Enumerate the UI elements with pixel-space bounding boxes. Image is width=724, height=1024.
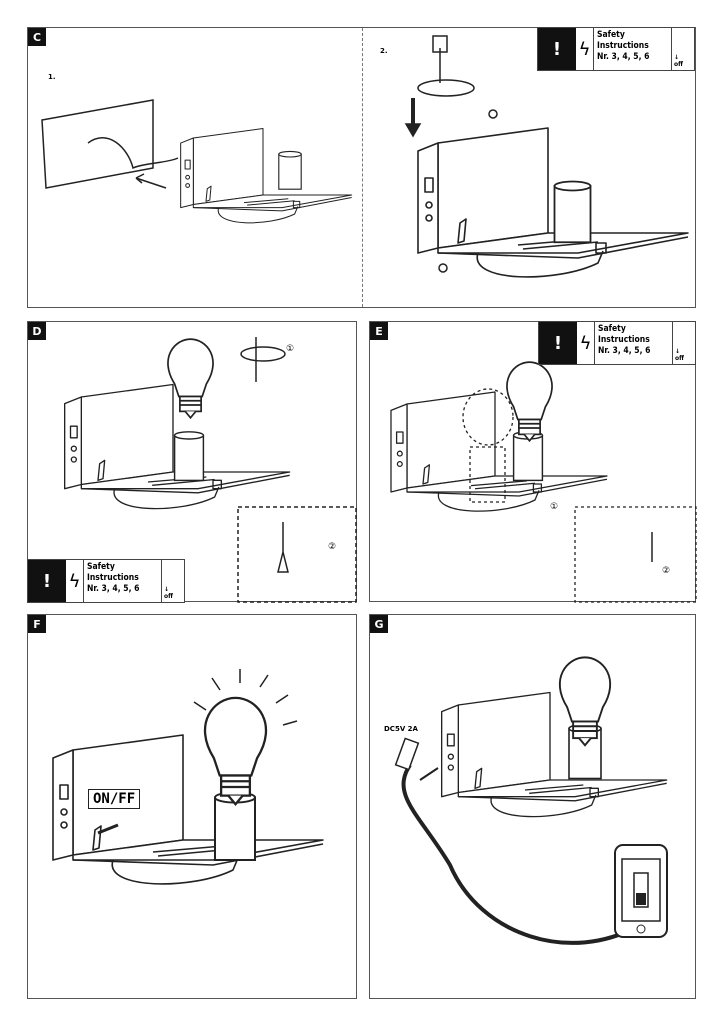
safety-ref: Nr. 3, 4, 5, 6 <box>598 346 651 356</box>
on-off-label: ON/FF <box>88 789 141 809</box>
step-circle-2: ② <box>328 542 337 552</box>
panel-f: F ON/FF <box>27 614 357 999</box>
panel-label-e: E <box>370 322 388 340</box>
step-circle-1: ① <box>550 502 559 512</box>
lightning-icon: ϟ <box>66 560 84 602</box>
safety-text: Safety <box>87 562 115 572</box>
panel-label-d: D <box>28 322 46 340</box>
off-label: off <box>674 61 683 68</box>
divider <box>362 28 363 307</box>
switch-on-illustration <box>52 669 324 885</box>
usb-spec-label: DC5V 2A <box>384 725 418 733</box>
panel-label-g: G <box>370 615 388 633</box>
safety-text: Instructions <box>87 573 139 583</box>
panel-label-c: C <box>28 28 46 46</box>
arrow-down-icon: ↓ <box>674 54 680 61</box>
warning-icon: ! <box>42 570 52 592</box>
off-label: off <box>164 593 173 600</box>
panel-g: G DC5V 2A <box>369 614 696 999</box>
arrow-down-icon: ↓ <box>675 348 681 355</box>
step-circle-2: ② <box>662 566 671 576</box>
usb-charging-illustration <box>394 656 668 945</box>
safety-text: Safety <box>598 324 626 334</box>
bulb-install-illustration <box>63 337 357 603</box>
lightning-icon: ϟ <box>577 322 595 364</box>
safety-text: Safety <box>597 30 625 40</box>
safety-ref: Nr. 3, 4, 5, 6 <box>87 584 140 594</box>
panel-label-f: F <box>28 615 46 633</box>
off-label: off <box>675 355 684 362</box>
safety-text: Instructions <box>597 41 649 51</box>
safety-text: Instructions <box>598 335 650 345</box>
step-2-label: 2. <box>380 47 388 55</box>
bulb-reposition-illustration <box>390 361 697 603</box>
warning-icon: ! <box>553 332 563 354</box>
lightning-icon: ϟ <box>576 28 594 70</box>
step-circle-1: ① <box>286 344 295 354</box>
safety-ref: Nr. 3, 4, 5, 6 <box>597 52 650 62</box>
warning-icon: ! <box>552 38 562 60</box>
step-1-label: 1. <box>48 73 56 81</box>
mounting-illustration <box>41 35 689 278</box>
arrow-down-icon: ↓ <box>164 586 170 593</box>
